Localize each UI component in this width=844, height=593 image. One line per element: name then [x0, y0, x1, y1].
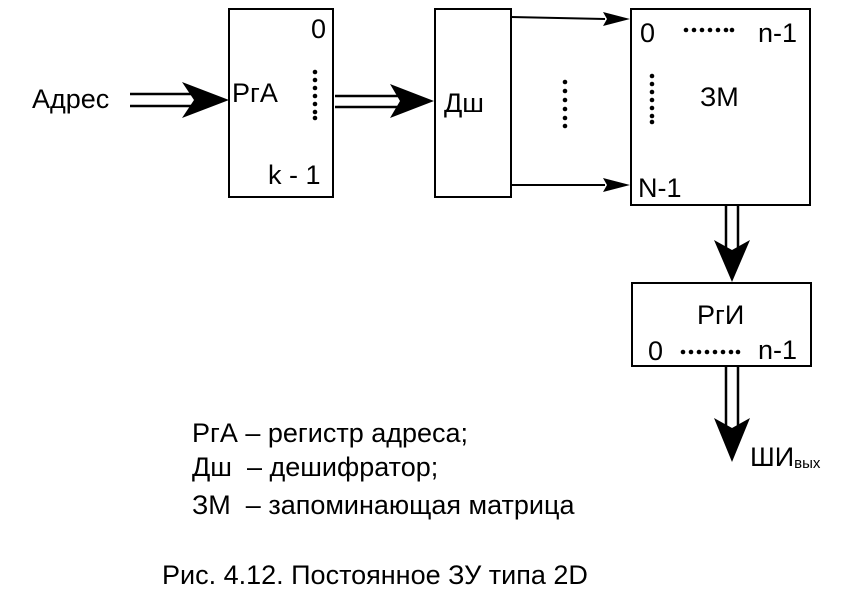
matrix-column-start: 0 — [640, 18, 655, 48]
address-register-bottom-index: k - 1 — [268, 160, 321, 190]
address-register-block: РгА 0 k - 1 — [228, 8, 334, 198]
matrix-to-info-register-arrow — [714, 205, 750, 282]
legend-item-dsh: Дш – дешифратор; — [192, 452, 438, 482]
info-register-block: РгИ 0 n-1 — [631, 282, 812, 367]
info-register-end: n-1 — [758, 335, 797, 365]
legend-item-zm: ЗМ – запоминающая матрица — [192, 490, 575, 520]
decoder-output-dots — [562, 79, 568, 129]
matrix-row-dots — [649, 73, 655, 125]
legend-item-rga: РгА – регистр адреса; — [192, 418, 468, 448]
address-register-bit-dots — [312, 69, 318, 121]
legend: РгА – регистр адреса; Дш – дешифратор; З… — [192, 418, 575, 520]
memory-matrix-block: 0 n-1 ЗМ N-1 — [630, 8, 811, 206]
matrix-row-end: N-1 — [638, 173, 682, 203]
info-register-bit-dots — [680, 349, 741, 355]
register-to-decoder-arrow — [335, 84, 434, 118]
matrix-name: ЗМ — [700, 82, 739, 112]
decoder-block: Дш — [434, 8, 512, 198]
output-bus-label-subscript: вых — [794, 455, 821, 472]
address-register-name: РгА — [232, 78, 278, 108]
output-bus-label-main: ШИ — [750, 442, 794, 472]
address-input-label: Адрес — [32, 84, 109, 114]
output-bus-arrow — [714, 366, 750, 462]
matrix-column-end: n-1 — [758, 18, 797, 48]
info-register-start: 0 — [648, 336, 663, 366]
figure-caption: Рис. 4.12. Постоянное ЗУ типа 2D — [162, 560, 588, 590]
info-register-name: РгИ — [697, 300, 744, 330]
address-register-top-index: 0 — [311, 14, 326, 44]
decoder-name: Дш — [444, 88, 484, 118]
matrix-column-dots — [683, 27, 735, 33]
address-bus-arrow — [130, 82, 229, 118]
output-bus-label: ШИвых — [750, 442, 821, 472]
decoder-output-lines — [510, 12, 630, 192]
